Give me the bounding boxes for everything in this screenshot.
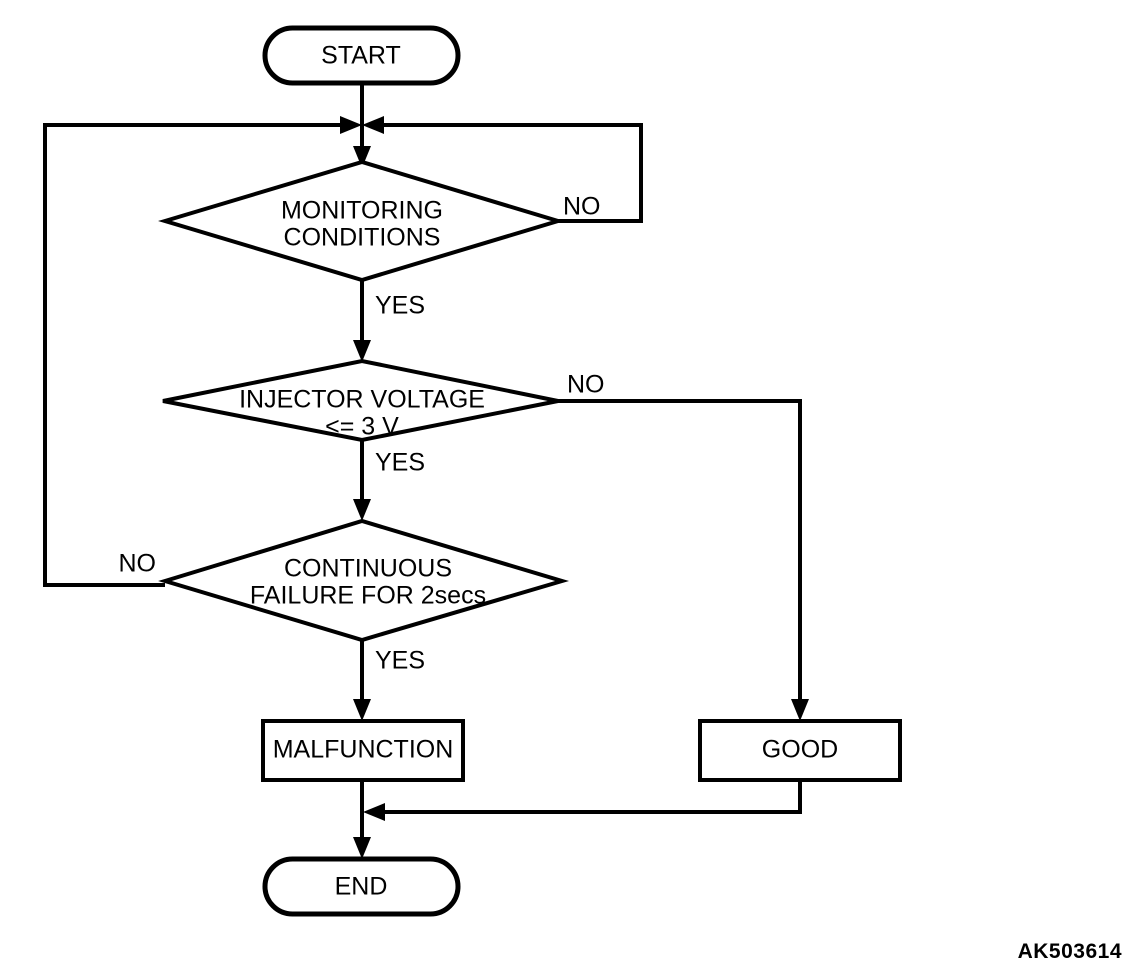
edge-malfunction-to-end bbox=[353, 780, 371, 859]
node-malfunction[interactable]: MALFUNCTION bbox=[261, 719, 465, 782]
node-start-label: START bbox=[321, 42, 401, 70]
edge-monitoring-no-loop bbox=[362, 116, 643, 223]
edge-label-no-monitoring: NO bbox=[563, 193, 601, 221]
edge-continuous-no-loop bbox=[43, 116, 362, 587]
node-monitoring-label-line1: MONITORING bbox=[281, 197, 443, 225]
node-monitoring-conditions[interactable]: MONITORING CONDITIONS bbox=[158, 159, 565, 283]
node-good-label: GOOD bbox=[762, 736, 838, 764]
node-injector-voltage[interactable]: INJECTOR VOLTAGE <= 3 V bbox=[162, 358, 559, 443]
edge-good-to-merge bbox=[363, 780, 802, 821]
edge-label-yes-monitoring: YES bbox=[375, 292, 425, 320]
node-start[interactable]: START bbox=[262, 25, 461, 86]
node-continuous-failure[interactable]: CONTINUOUS FAILURE FOR 2secs bbox=[158, 518, 570, 643]
node-monitoring-label-line2: CONDITIONS bbox=[284, 224, 441, 252]
edge-injector-yes bbox=[353, 440, 371, 521]
node-malfunction-label: MALFUNCTION bbox=[273, 736, 454, 764]
node-continuous-label-line1: CONTINUOUS bbox=[284, 555, 452, 583]
edge-label-yes-injector: YES bbox=[375, 449, 425, 477]
edge-label-no-continuous: NO bbox=[119, 550, 157, 578]
node-injector-label-line1: INJECTOR VOLTAGE bbox=[239, 386, 485, 414]
node-good[interactable]: GOOD bbox=[698, 719, 902, 782]
edge-label-yes-continuous: YES bbox=[375, 647, 425, 675]
edge-label-no-injector: NO bbox=[567, 371, 605, 399]
edge-injector-no bbox=[558, 399, 809, 721]
edge-continuous-yes bbox=[353, 640, 371, 721]
node-injector-label-line2: <= 3 V bbox=[325, 413, 399, 441]
watermark-code: AK503614 bbox=[1017, 940, 1122, 963]
node-continuous-label-line2: FAILURE FOR 2secs bbox=[250, 582, 486, 610]
edge-monitoring-yes bbox=[353, 280, 371, 362]
node-end-label: END bbox=[335, 873, 388, 901]
edge-start-to-monitoring bbox=[353, 82, 371, 168]
node-end[interactable]: END bbox=[262, 856, 461, 917]
